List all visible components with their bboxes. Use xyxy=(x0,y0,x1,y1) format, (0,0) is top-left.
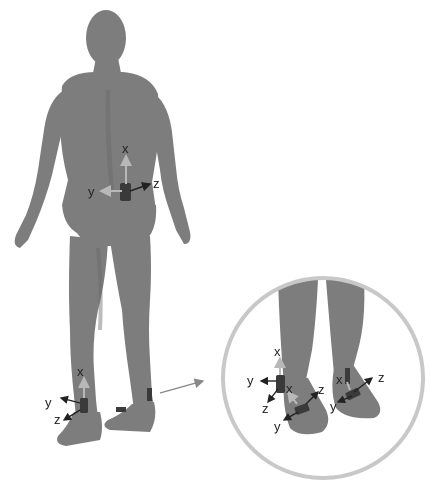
zoom-right-ankle-y: y xyxy=(330,399,337,414)
ankle-y-label: y xyxy=(45,395,52,410)
waist-y-label: y xyxy=(88,184,95,199)
zoom-left-ankle-z: z xyxy=(262,401,269,416)
head xyxy=(86,10,126,66)
ankle-x-label: x xyxy=(77,364,84,379)
human-figure xyxy=(15,10,191,446)
ankle-sensor-box xyxy=(80,398,88,413)
zoom-right-ankle-z: z xyxy=(378,370,385,385)
right-leg xyxy=(110,236,154,410)
right-arm xyxy=(152,92,190,244)
zoom-left-foot-x: x xyxy=(286,381,293,396)
zoom-pointer-arrow xyxy=(160,381,203,393)
left-arm xyxy=(15,90,70,248)
zoom-inset: x y z x z y x z y xyxy=(223,278,423,478)
waist-x-label: x xyxy=(122,141,129,156)
zoom-left-ankle-y: y xyxy=(247,373,254,388)
right-ankle-sensor-main xyxy=(147,388,152,401)
right-foot-sensor-main xyxy=(116,407,126,412)
waist-z-label: z xyxy=(153,176,160,191)
zoom-right-ankle-x: x xyxy=(336,372,343,387)
left-foot xyxy=(57,412,102,446)
zoom-left-foot-y: y xyxy=(274,419,281,434)
zoom-left-foot-z: z xyxy=(318,382,325,397)
ankle-z-label: z xyxy=(54,412,61,427)
zoom-left-ankle-x: x xyxy=(274,344,281,359)
left-leg xyxy=(69,236,108,418)
right-foot xyxy=(104,402,155,432)
